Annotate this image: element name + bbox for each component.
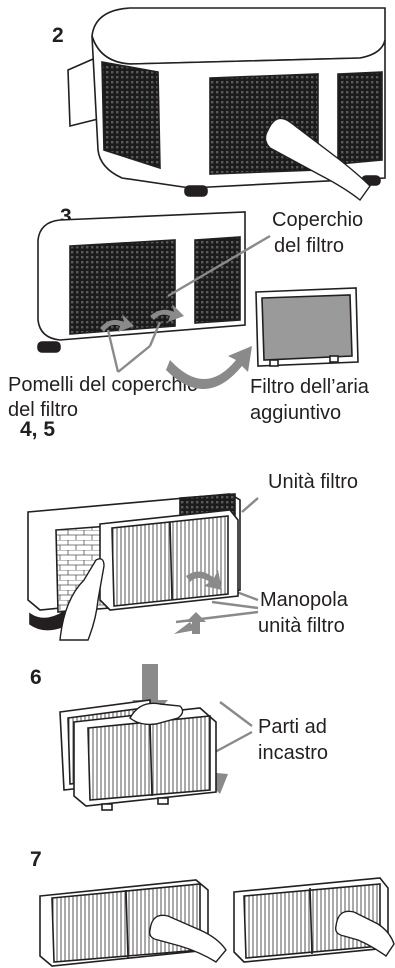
- curved-arrow-icon: [174, 570, 222, 634]
- step-3-projector: [37, 211, 246, 353]
- additional-filter-label-line1: Filtro dell’aria: [250, 376, 369, 398]
- filter-unit-label: Unità filtro: [268, 471, 359, 493]
- hand-icon: [129, 702, 184, 726]
- leader-lines: [106, 234, 271, 754]
- step-6-filter: [59, 699, 217, 811]
- filter-unit: [99, 509, 239, 611]
- step-7-filter-left: [39, 879, 209, 967]
- step-7-number: 7: [30, 848, 42, 871]
- hand-icon: [59, 558, 105, 641]
- filter-cover-label-line1: Coperchio: [272, 209, 364, 231]
- step-3-number: 3: [60, 205, 72, 228]
- hand-icon: [264, 117, 371, 202]
- cover-knobs-label-line1: Pomelli del coperchio: [8, 374, 199, 396]
- filter-unit-knob-label-line1: Manopola: [260, 589, 348, 611]
- snap-parts-label-line2: incastro: [258, 742, 329, 764]
- step-6-number: 6: [30, 666, 42, 689]
- filter-unit-knob-label-line2: unità filtro: [258, 615, 345, 637]
- snap-parts-label-line1: Parti ad: [258, 716, 327, 738]
- step-2-number: 2: [52, 24, 64, 47]
- hand-icon: [148, 910, 395, 963]
- filter-cover-label-line2: del filtro: [274, 235, 345, 257]
- cover-knobs-label-line2: del filtro: [8, 399, 79, 421]
- additional-filter: [255, 287, 359, 367]
- curved-arrow-icon: [100, 304, 252, 390]
- additional-filter-label-line2: aggiuntivo: [250, 402, 342, 424]
- step-4-5-number: 4, 5: [20, 418, 56, 441]
